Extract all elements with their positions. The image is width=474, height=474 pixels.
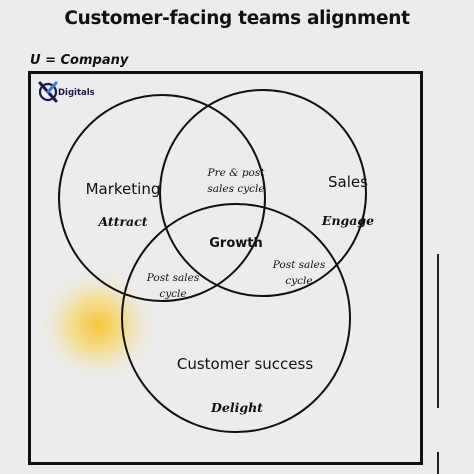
marketing-sales-overlap-line2: sales cycle — [207, 183, 264, 195]
sales-label: Sales — [328, 173, 368, 191]
marketing-circle — [58, 94, 266, 302]
marketing-sales-overlap-line1: Pre & post — [207, 167, 266, 179]
universe-equation: U = Company — [30, 53, 129, 68]
marketing-cs-overlap-line2: cycle — [159, 288, 186, 300]
yellow-glow-highlight — [36, 267, 160, 383]
marketing-label: Marketing — [86, 180, 161, 198]
customer-success-circle — [121, 203, 351, 433]
sales-cs-overlap-line1: Post sales — [272, 259, 326, 271]
sales-cs-overlap-line2: cycle — [285, 275, 312, 287]
customer-success-sublabel: Delight — [210, 400, 263, 415]
universe-frame — [28, 71, 423, 465]
marketing-sublabel: Attract — [97, 214, 147, 229]
marketing-cs-overlap-line1: Post sales — [146, 272, 200, 284]
x-digitals-logo: Digitals — [37, 80, 95, 104]
growth-center-label: Growth — [209, 236, 263, 251]
x-logo-icon — [38, 81, 58, 103]
side-divider-line-bottom — [437, 452, 439, 474]
page-title: Customer-facing teams alignment — [64, 8, 410, 29]
logo-wordmark: Digitals — [58, 88, 95, 98]
sales-sublabel: Engage — [321, 213, 374, 228]
sales-circle — [159, 89, 367, 297]
customer-success-label: Customer success — [177, 355, 313, 373]
side-divider-line — [437, 254, 439, 408]
